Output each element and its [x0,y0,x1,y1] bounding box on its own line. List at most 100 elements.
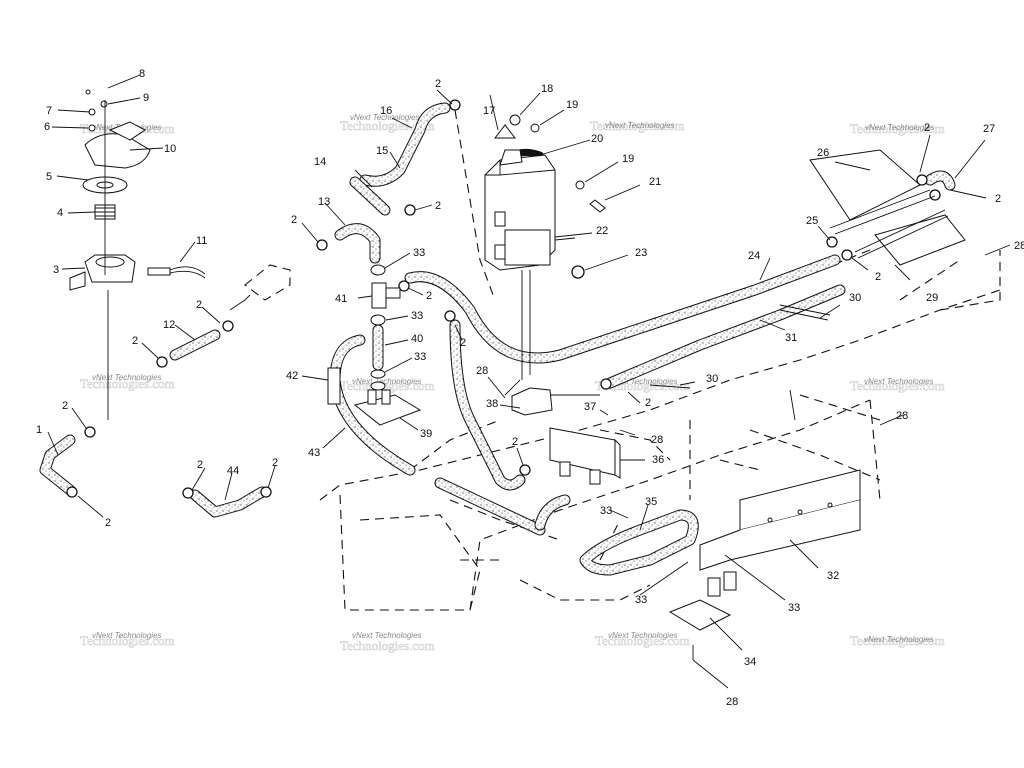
callout-29: 29 [926,292,938,304]
bracket-39 [353,389,422,426]
svg-text:Technologies.com: Technologies.com [850,121,945,136]
svg-text:vNext Technologies: vNext Technologies [92,631,162,640]
callout-5: 5 [46,171,52,183]
callout-2: 2 [460,337,466,349]
watermark: Technologies.com vNext Technologies [340,377,435,393]
watermark: Technologies.com vNext Technologies [340,631,435,653]
callout-40: 40 [411,333,423,345]
callout-44: 44 [227,465,239,477]
svg-text:Technologies.com: Technologies.com [590,118,685,133]
callout-17: 17 [483,105,495,117]
callout-2: 2 [875,271,881,283]
callout-3: 3 [53,264,59,276]
callout-16: 16 [380,105,392,117]
callout-2: 2 [62,400,68,412]
callout-19: 19 [566,99,578,111]
callout-30: 30 [849,292,861,304]
callout-28: 28 [1014,240,1024,252]
watermark: Technologies.com vNext Technologies [80,373,175,391]
callout-22: 22 [596,225,608,237]
callout-39: 39 [420,428,432,440]
callout-11: 11 [196,235,207,247]
callout-24: 24 [748,250,760,262]
callout-2: 2 [435,200,441,212]
watermark: Technologies.com vNext Technologies [850,121,945,137]
svg-text:Technologies.com: Technologies.com [340,638,435,653]
svg-text:vNext Technologies: vNext Technologies [92,373,162,382]
callout-36: 36 [652,454,664,466]
svg-text:Technologies.com: Technologies.com [850,378,945,393]
callout-1: 1 [36,424,42,436]
hull-outline [319,109,1001,611]
callout-28: 28 [896,410,908,422]
callout-27: 27 [983,123,995,135]
watermark: Technologies.com vNext Technologies [595,631,690,648]
callout-2: 2 [105,517,111,529]
callout-34: 34 [744,656,756,668]
callout-25: 25 [806,215,818,227]
callout-13: 13 [318,196,330,208]
heat-exchanger [649,149,966,389]
svg-text:vNext Technologies: vNext Technologies [605,121,675,130]
callout-2: 2 [291,214,297,226]
leader-lines [47,74,1011,689]
callout-21: 21 [649,176,661,188]
callout-35: 35 [645,496,657,508]
callout-37: 37 [584,401,596,413]
watermark: Technologies.com vNext Technologies [590,118,685,134]
callout-33: 33 [414,351,426,363]
callout-2: 2 [272,457,278,469]
svg-text:Technologies.com: Technologies.com [340,378,435,393]
svg-text:Technologies.com: Technologies.com [80,633,175,648]
clamp-set [66,99,941,499]
callout-33: 33 [411,310,423,322]
callout-18: 18 [541,83,553,95]
callout-2: 2 [924,122,930,134]
callout-2: 2 [645,397,651,409]
bracket-36 [549,427,621,485]
callout-2: 2 [132,335,138,347]
plate-34 [668,571,737,631]
callout-33: 33 [413,247,425,259]
watermark: Technologies.com vNext Technologies [340,113,435,133]
rail-32 [699,469,861,571]
callout-31: 31 [785,332,797,344]
callout-30: 30 [706,373,718,385]
svg-text:Technologies.com: Technologies.com [595,633,690,648]
callout-43: 43 [308,447,320,459]
callout-14: 14 [314,156,326,168]
watermark: Technologies.com vNext Technologies [80,631,175,648]
callout-2: 2 [196,299,202,311]
svg-text:vNext Technologies: vNext Technologies [864,377,934,386]
svg-text:vNext Technologies: vNext Technologies [608,631,678,640]
hose-set [39,102,956,576]
callout-6: 6 [44,121,50,133]
callout-9: 9 [143,92,149,104]
callout-33: 33 [788,602,800,614]
svg-text:Technologies.com: Technologies.com [340,118,435,133]
watermark: Technologies.com vNext Technologies [850,633,945,649]
callout-8: 8 [139,68,145,80]
callout-2: 2 [426,290,432,302]
callout-23: 23 [635,247,647,259]
callout-15: 15 [376,145,388,157]
callout-41: 41 [335,293,347,305]
temperature-sensor [147,266,206,279]
callout-33: 33 [635,594,647,606]
svg-text:Technologies.com: Technologies.com [80,376,175,391]
tank-hardware [493,114,606,213]
callout-2: 2 [995,193,1001,205]
callout-19: 19 [622,153,634,165]
callout-2: 2 [197,459,203,471]
reservoir-tank [484,149,600,416]
callout-4: 4 [57,207,63,219]
svg-text:Technologies.com: Technologies.com [850,633,945,648]
watermark: Technologies.com vNext Technologies [850,377,945,393]
svg-text:vNext Technologies: vNext Technologies [864,635,934,644]
callout-42: 42 [286,370,298,382]
svg-text:vNext Technologies: vNext Technologies [608,377,678,386]
callout-2: 2 [435,78,441,90]
callout-26: 26 [817,147,829,159]
callout-7: 7 [46,105,52,117]
